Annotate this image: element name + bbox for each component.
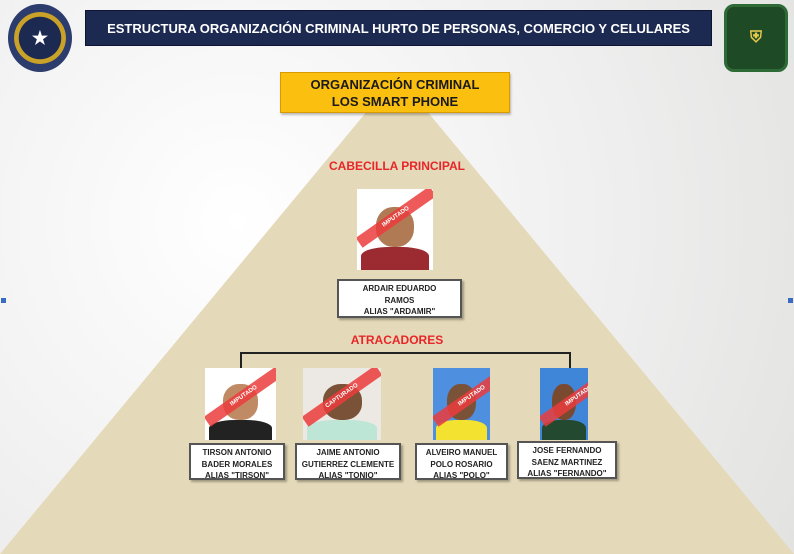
member-photo: IMPUTADO xyxy=(205,368,276,440)
organization-line1: ORGANIZACIÓN CRIMINAL xyxy=(310,77,480,92)
member-alias: ALIAS "TONIO" xyxy=(318,471,378,480)
leader-photo: IMPUTADO xyxy=(357,189,433,270)
member-photo: IMPUTADO xyxy=(433,368,490,440)
member-name: JAIME ANTONIO xyxy=(316,448,380,457)
slide-title: ESTRUCTURA ORGANIZACIÓN CRIMINAL HURTO D… xyxy=(85,10,712,46)
member-surname: BADER MORALES xyxy=(201,459,273,469)
member-alias: ALIAS "ARDAMIR" xyxy=(363,307,436,316)
member-alias: ALIAS "TIRSON" xyxy=(204,471,270,480)
member-surname: RAMOS xyxy=(384,295,415,305)
selection-handle-left[interactable] xyxy=(1,298,6,303)
member-alias: ALIAS "FERNANDO" xyxy=(527,469,607,478)
member-alias: ALIAS "POLO" xyxy=(433,471,490,480)
organization-line2: LOS SMART PHONE xyxy=(331,94,459,109)
leader-section-title: CABECILLA PRINCIPAL xyxy=(329,159,465,173)
member-name-box: TIRSON ANTONIO BADER MORALES ALIAS "TIRS… xyxy=(189,443,285,480)
member-name: ALVEIRO MANUEL xyxy=(425,448,498,457)
member-surname: SAENZ MARTINEZ xyxy=(531,457,603,467)
dijin-logo: ★ xyxy=(8,4,72,72)
member-name: JOSE FERNANDO xyxy=(532,446,602,455)
member-name-box: JOSE FERNANDO SAENZ MARTINEZ ALIAS "FERN… xyxy=(517,441,617,479)
connector-line xyxy=(569,352,571,368)
connector-line xyxy=(240,352,571,354)
robbers-section-title: ATRACADORES xyxy=(350,333,444,347)
member-name: ARDAIR EDUARDO xyxy=(362,284,437,293)
organization-name-box: ORGANIZACIÓN CRIMINAL LOS SMART PHONE xyxy=(280,72,510,113)
connector-line xyxy=(240,352,242,368)
leader-name-box: ARDAIR EDUARDO RAMOS ALIAS "ARDAMIR" xyxy=(337,279,462,318)
member-photo: CAPTURADO xyxy=(303,368,381,440)
member-surname: POLO ROSARIO xyxy=(430,459,493,469)
member-photo: IMPUTADO xyxy=(540,368,588,440)
member-name: TIRSON ANTONIO xyxy=(202,448,272,457)
member-name-box: ALVEIRO MANUEL POLO ROSARIO ALIAS "POLO" xyxy=(415,443,508,480)
selection-handle-right[interactable] xyxy=(788,298,793,303)
member-surname: GUTIERREZ CLEMENTE xyxy=(301,459,395,469)
policia-nacional-logo: ⛨ xyxy=(724,4,788,72)
member-name-box: JAIME ANTONIO GUTIERREZ CLEMENTE ALIAS "… xyxy=(295,443,401,480)
